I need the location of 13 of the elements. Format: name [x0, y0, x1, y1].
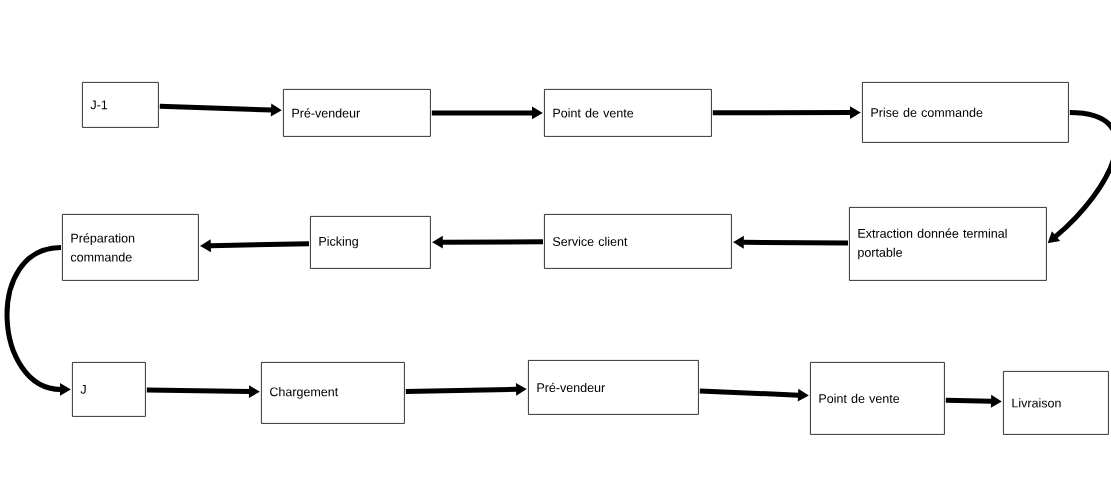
process-box: Pré-vendeur [283, 89, 431, 137]
process-box: Livraison [1003, 371, 1109, 435]
process-box: Picking [310, 216, 431, 269]
process-box: Extraction donnée terminal portable [849, 207, 1047, 281]
process-box: Préparation commande [62, 214, 199, 281]
process-box: Pré-vendeur [528, 360, 699, 415]
process-box: J [72, 362, 146, 417]
process-box: Point de vente [544, 89, 712, 137]
process-box: Service client [544, 214, 732, 269]
process-box: Prise de commande [862, 82, 1069, 143]
process-box: Point de vente [810, 362, 945, 435]
process-box: Chargement [261, 362, 405, 424]
process-box: J-1 [82, 82, 159, 128]
